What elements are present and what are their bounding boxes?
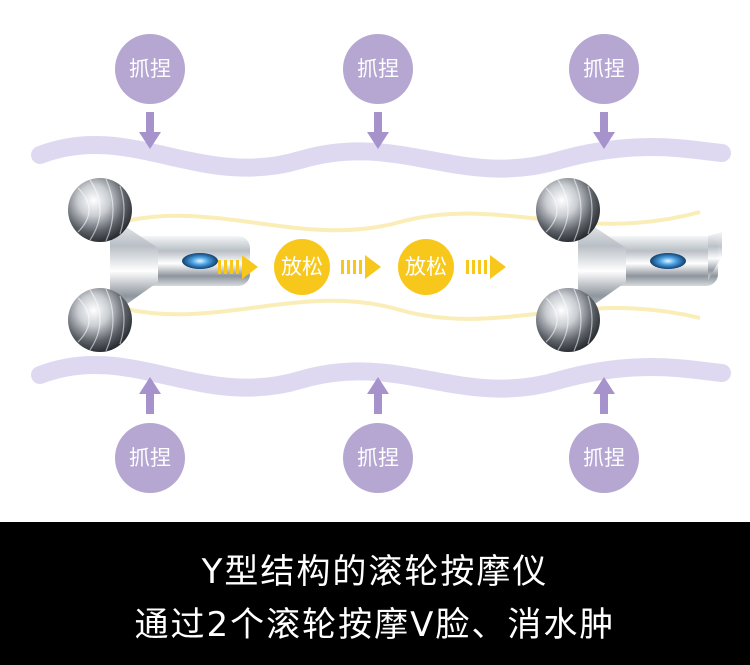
wave-top — [31, 135, 731, 178]
squeeze-node-top-left: 抓捏 — [115, 34, 185, 104]
relax-label: 放松 — [281, 255, 323, 279]
squeeze-node-top-right: 抓捏 — [569, 34, 639, 104]
arrow-down-icon — [367, 112, 389, 149]
wave-yellow-bottom — [109, 298, 701, 321]
arrow-up-icon — [593, 377, 615, 414]
caption-line-1: Y型结构的滚轮按摩仪 — [201, 552, 549, 592]
squeeze-label: 抓捏 — [583, 446, 625, 470]
squeeze-label: 抓捏 — [129, 446, 171, 470]
arrow-up-icon — [139, 377, 161, 414]
wave-yellow-top — [109, 210, 701, 233]
squeeze-node-bottom-right: 抓捏 — [569, 423, 639, 493]
arrow-down-icon — [139, 112, 161, 149]
massage-diagram: 抓捏 抓捏 抓捏 抓捏 抓捏 抓捏 — [31, 34, 731, 493]
squeeze-label: 抓捏 — [357, 446, 399, 470]
squeeze-node-top-center: 抓捏 — [343, 34, 413, 104]
squeeze-label: 抓捏 — [129, 57, 171, 81]
arrow-up-icon — [367, 377, 389, 414]
roller-massager-icon — [67, 177, 251, 353]
arrow-right-icon — [466, 255, 506, 279]
roller-massager-icon — [535, 177, 719, 353]
relax-node-left: 放松 — [274, 239, 330, 295]
wave-bottom — [31, 355, 731, 398]
caption-line-2: 通过2个滚轮按摩V脸、消水肿 — [134, 605, 616, 645]
caption-banner: Y型结构的滚轮按摩仪 通过2个滚轮按摩V脸、消水肿 — [0, 522, 750, 665]
squeeze-node-bottom-center: 抓捏 — [343, 423, 413, 493]
relax-label: 放松 — [405, 255, 447, 279]
relax-node-right: 放松 — [398, 239, 454, 295]
arrow-right-icon — [218, 255, 258, 279]
arrow-right-icon — [341, 255, 381, 279]
squeeze-node-bottom-left: 抓捏 — [115, 423, 185, 493]
squeeze-label: 抓捏 — [357, 57, 399, 81]
arrow-down-icon — [593, 112, 615, 149]
squeeze-label: 抓捏 — [583, 57, 625, 81]
